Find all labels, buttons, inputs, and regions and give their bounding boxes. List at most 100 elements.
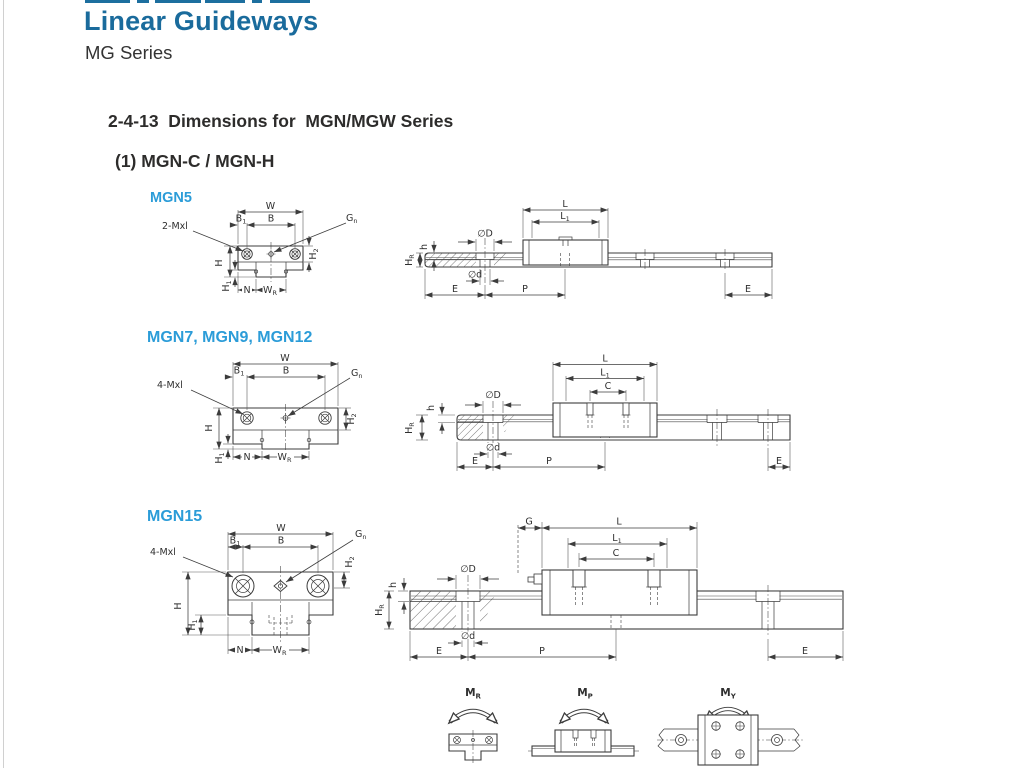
- model-label-mgn7-9-12: MGN7, MGN9, MGN12: [147, 329, 313, 346]
- dim-label-l1: L1: [612, 533, 621, 545]
- dim-label-b1: B1: [234, 366, 245, 378]
- dim-label-e: E: [472, 456, 478, 467]
- mr-block-front-view: [448, 730, 498, 764]
- mp-block-side-view: [528, 729, 640, 757]
- dim-label-b1: B1: [230, 536, 241, 548]
- dim-label-e: E: [745, 284, 751, 295]
- dim-label-h2: H2: [308, 248, 320, 259]
- dim-label-wr: WR: [273, 645, 287, 657]
- dim-label-n: N: [236, 645, 243, 656]
- mgn7-block: [552, 402, 658, 438]
- dim-label-w: W: [266, 201, 276, 212]
- dim-label-b: B: [283, 366, 290, 377]
- dim-label-hr: HR: [404, 422, 416, 434]
- dim-label-h1: H1: [214, 452, 226, 463]
- model-label-mgn15: MGN15: [147, 508, 203, 525]
- dim-label-e: E: [802, 646, 808, 657]
- dim-label-gn: Gn: [355, 529, 367, 541]
- mgn15-block: [527, 569, 698, 616]
- moment-label-my: MY: [720, 687, 736, 701]
- dim-label-n: N: [243, 285, 250, 296]
- dim-label-g: G: [525, 517, 532, 528]
- moment-my-diagram: MY: [657, 687, 803, 766]
- dim-label-dD: ∅D: [477, 229, 493, 240]
- moment-label-mp: MP: [577, 687, 593, 701]
- rail-hole: [635, 249, 655, 271]
- dim-label-h-small: h: [419, 244, 430, 250]
- dim-label-h2: H2: [344, 556, 356, 567]
- dim-label-c: C: [613, 548, 620, 559]
- dim-label-wr: WR: [263, 285, 277, 297]
- dim-label-p: P: [546, 456, 552, 467]
- rail-hole: [715, 249, 735, 271]
- page-title: Linear Guideways: [84, 6, 319, 36]
- subsection-heading: (1) MGN-C / MGN-H: [115, 151, 275, 171]
- moment-mp-diagram: MP: [528, 687, 640, 757]
- dim-label-w: W: [276, 523, 286, 534]
- dim-label-dD: ∅D: [485, 390, 501, 401]
- dim-label-h2: H2: [346, 413, 358, 424]
- dim-label-c: C: [605, 381, 612, 392]
- dim-label-l1: L1: [600, 368, 609, 380]
- dim-label-hr: HR: [374, 604, 386, 616]
- mgn5-cross-part: [237, 242, 304, 282]
- mgn7-cross-part: [232, 404, 339, 454]
- dim-label-b1: B1: [236, 214, 247, 226]
- dim-label-wr: WR: [278, 452, 292, 464]
- rail-hole: [755, 585, 781, 637]
- rail-hole: [757, 409, 779, 446]
- dim-label-gn: Gn: [346, 213, 358, 225]
- dim-label-w: W: [280, 353, 290, 364]
- grease-nipple: [533, 573, 543, 585]
- bolt-holes: [711, 721, 745, 759]
- dim-label-dD: ∅D: [460, 564, 476, 575]
- dim-label-hr: HR: [404, 254, 416, 266]
- mgn5-block: [522, 236, 609, 267]
- dim-label-l: L: [616, 517, 622, 528]
- series-subtitle: MG Series: [85, 42, 173, 63]
- mgn5-side-dimensions: ∅D h HR L L1 ∅d E P E: [404, 199, 773, 299]
- mgn15-cross-dimensions: W B1 B Gn 4-Mxl H H1 H2 N WR: [150, 523, 367, 657]
- dim-label-e: E: [776, 456, 782, 467]
- dim-label-h: H: [214, 259, 225, 266]
- dim-label-e: E: [452, 284, 458, 295]
- mgn15-cross-section-drawing: W B1 B Gn 4-Mxl H H1 H2 N WR: [150, 523, 367, 657]
- page-left-border: [3, 0, 4, 768]
- dim-label-b: B: [278, 536, 285, 547]
- dim-label-b: B: [268, 214, 275, 225]
- mgn7-cross-dimensions: W B1 B Gn 4-Mxl H H1 H2 N WR: [157, 353, 363, 464]
- dim-label-dd: ∅d: [461, 631, 475, 642]
- mgn15-side-dimensions: ∅D h HR G L L1 C ∅d: [374, 517, 844, 661]
- dim-label-h1: H1: [221, 280, 233, 291]
- dim-label-n: N: [243, 452, 250, 463]
- dim-label-p: P: [522, 284, 528, 295]
- dim-label-dd: ∅d: [468, 270, 482, 281]
- mgn7-side-dimensions: ∅D h HR L L1 C ∅d: [404, 354, 791, 471]
- dim-label-4mxl: 4-Mxl: [150, 547, 176, 558]
- dim-label-h: H: [204, 424, 215, 431]
- mgn7-cross-section-drawing: W B1 B Gn 4-Mxl H H1 H2 N WR: [157, 353, 363, 464]
- roll-arrow: [450, 708, 496, 722]
- mgn5-cross-section-drawing: W B1 B Gn 2-Mxl H H1 H2 N W: [162, 201, 358, 297]
- section-heading: 2-4-13 Dimensions for MGN/MGW Series: [108, 111, 454, 131]
- moment-label-mr: MR: [465, 687, 481, 701]
- dim-label-e: E: [436, 646, 442, 657]
- dim-label-l: L: [562, 199, 568, 210]
- moment-mr-diagram: MR: [436, 687, 542, 764]
- dim-label-h-small: h: [388, 582, 399, 588]
- my-top-view: [657, 714, 803, 766]
- dim-label-gn: Gn: [351, 368, 363, 380]
- dim-label-l: L: [602, 354, 608, 365]
- rail-hole: [706, 409, 728, 446]
- pitch-arrow: [561, 708, 607, 722]
- mgn7-side-view-drawing: ∅D h HR L L1 C ∅d: [404, 354, 791, 471]
- dim-label-h: H: [173, 602, 184, 609]
- model-label-mgn5: MGN5: [150, 190, 192, 206]
- mgn15-cross-part: [227, 566, 334, 642]
- dim-label-p: P: [539, 646, 545, 657]
- dim-label-h1: H1: [187, 619, 199, 630]
- dim-label-2mxl: 2-Mxl: [162, 221, 188, 232]
- dim-label-4mxl: 4-Mxl: [157, 380, 183, 391]
- mgn5-side-view-drawing: ∅D h HR L L1 ∅d E P E: [404, 199, 773, 299]
